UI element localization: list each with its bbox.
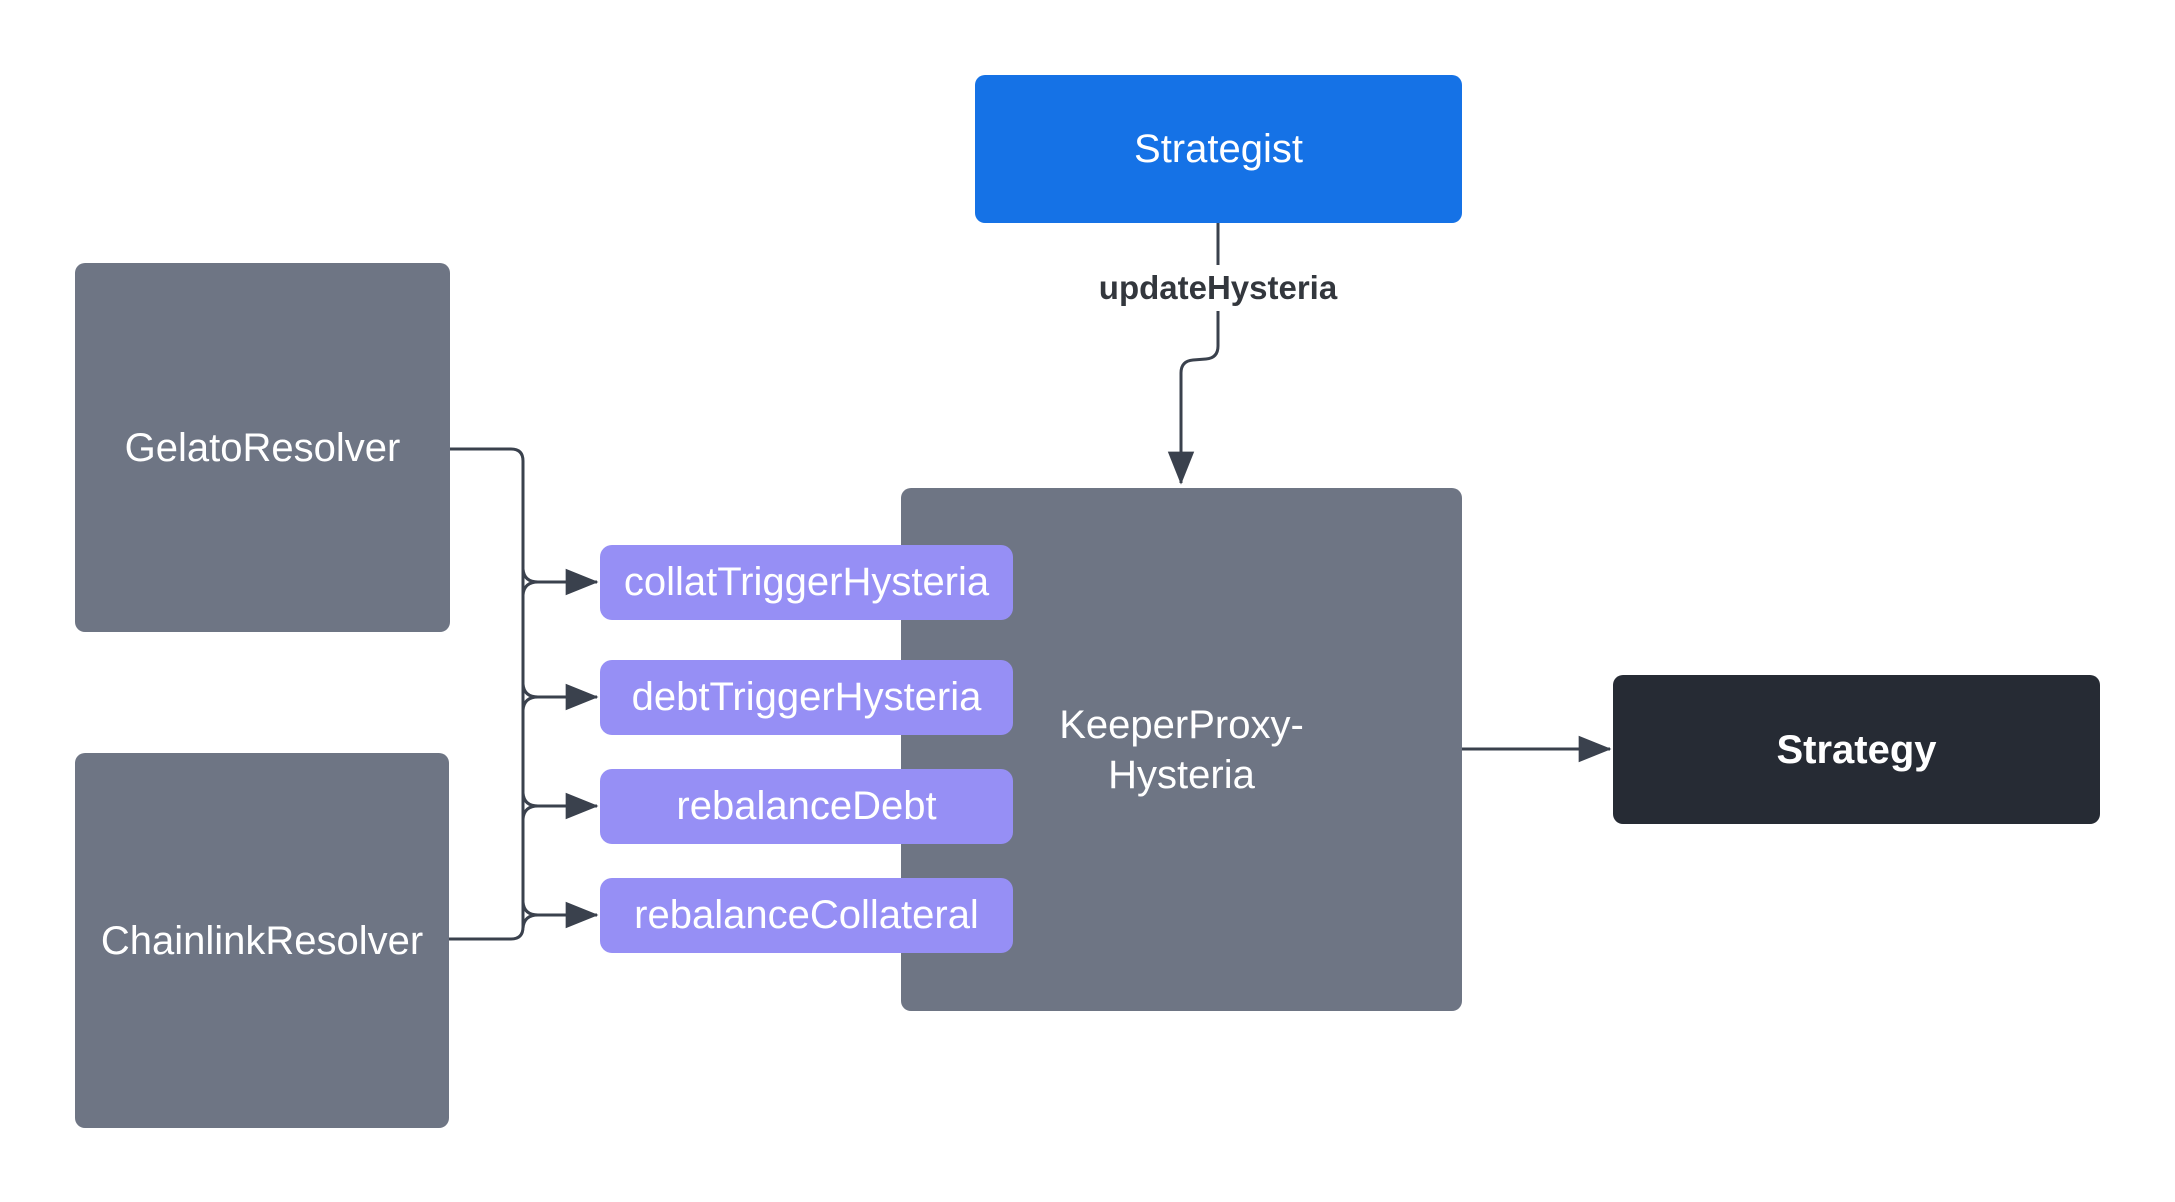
edge-branch-collat-fillet bbox=[521, 580, 539, 596]
pill-rebalance-collateral-label: rebalanceCollateral bbox=[634, 893, 979, 937]
node-strategist: Strategist bbox=[975, 75, 1462, 223]
node-keeper-proxy-hysteria-label: KeeperProxy- Hysteria bbox=[1059, 700, 1304, 800]
node-strategy: Strategy bbox=[1613, 675, 2100, 824]
edge-branch-rebalancecollateral bbox=[521, 901, 599, 929]
pill-collat-trigger-hysteria: collatTriggerHysteria bbox=[600, 545, 1013, 620]
edge-strategist-keeperproxy bbox=[1167, 223, 1220, 485]
keeper-label-line2: Hysteria bbox=[1108, 752, 1255, 797]
edge-branch-debt bbox=[521, 683, 599, 711]
node-chainlink-resolver: ChainlinkResolver bbox=[75, 753, 449, 1128]
pill-rebalance-collateral: rebalanceCollateral bbox=[600, 878, 1013, 953]
edge-resolver-trunk bbox=[449, 447, 525, 941]
node-gelato-resolver-label: GelatoResolver bbox=[124, 425, 401, 470]
node-strategy-label: Strategy bbox=[1776, 727, 1937, 772]
edge-branch-rebalancedebt bbox=[521, 792, 599, 820]
edge-branch-debt-fillet bbox=[521, 695, 539, 711]
pill-rebalance-debt: rebalanceDebt bbox=[600, 769, 1013, 844]
node-chainlink-resolver-label: ChainlinkResolver bbox=[100, 918, 424, 963]
edge-branch-rebalancedebt-fillet bbox=[521, 804, 539, 820]
keeper-label-line1: KeeperProxy- bbox=[1059, 702, 1304, 747]
node-gelato-resolver: GelatoResolver bbox=[75, 263, 450, 632]
pill-debt-trigger-hysteria-label: debtTriggerHysteria bbox=[631, 675, 982, 719]
edge-label-update-hysteria: updateHysteria bbox=[1090, 265, 1346, 311]
pill-debt-trigger-hysteria: debtTriggerHysteria bbox=[600, 660, 1013, 735]
edge-branch-collat bbox=[521, 568, 599, 596]
node-strategist-label: Strategist bbox=[1134, 127, 1303, 171]
pill-rebalance-debt-label: rebalanceDebt bbox=[676, 784, 937, 828]
pill-collat-trigger-hysteria-label: collatTriggerHysteria bbox=[623, 560, 990, 604]
edge-branch-rebalancecollateral-fillet bbox=[521, 913, 539, 929]
